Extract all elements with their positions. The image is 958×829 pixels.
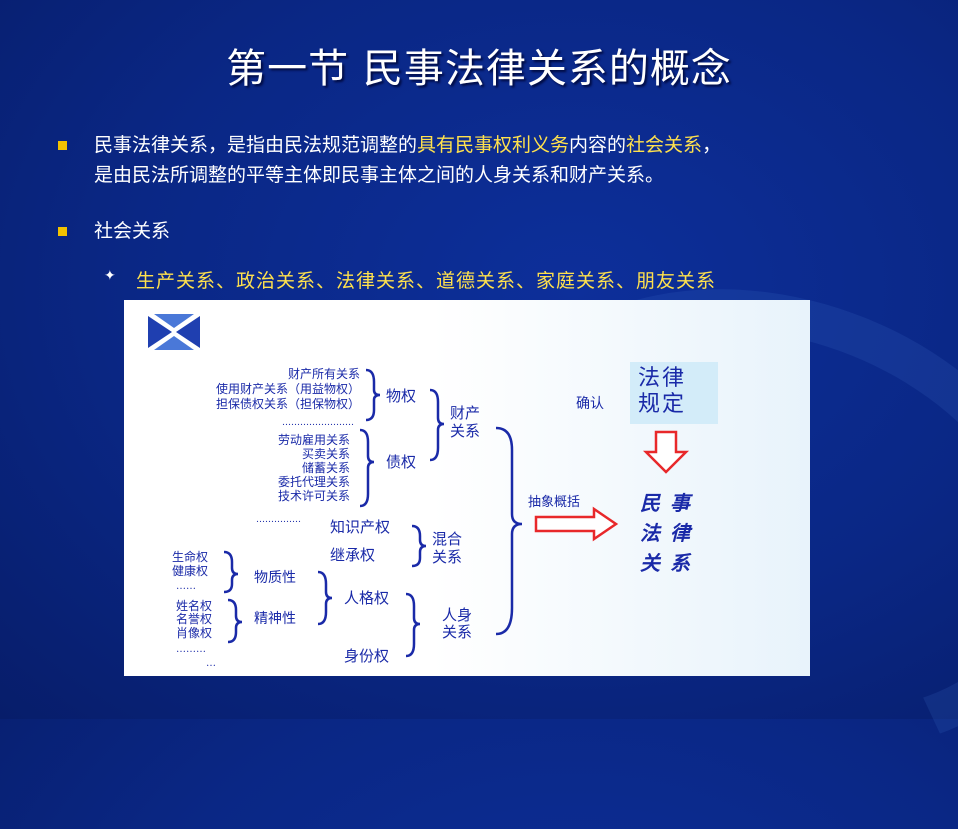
property-relation-label: 关系 <box>450 422 480 440</box>
definition-part1: 民事法律关系，是指由民法规范调整的 <box>94 134 418 156</box>
property-item: 使用财产关系（用益物权） <box>216 381 360 396</box>
abstract-label: 抽象概括 <box>528 495 580 510</box>
spiritual-item: 姓名权 <box>176 598 212 613</box>
civil-law-char: 事 <box>670 491 693 515</box>
civil-law-char: 关 <box>640 551 662 575</box>
debt-right-label: 债权 <box>386 453 416 471</box>
definition-highlight-social: 社会关系 <box>626 134 703 156</box>
real-right-label: 物权 <box>386 387 416 405</box>
identity-right-label: 身份权 <box>344 647 389 665</box>
definition-highlight-rights: 具有民事权利义务 <box>417 134 570 156</box>
mixed-relation-label: 混合 <box>432 530 462 548</box>
property-item: 担保债权关系（担保物权） <box>216 397 360 411</box>
diamond-bullet-icon: ✦ <box>104 268 116 284</box>
personality-right-label: 人格权 <box>344 589 389 607</box>
civil-law-relation-diagram: 财产所有关系 使用财产关系（用益物权） 担保债权关系（担保物权） …………………… <box>124 300 810 676</box>
spiritual-label: 精神性 <box>254 611 296 627</box>
brace <box>429 388 445 462</box>
debt-item: 劳动雇用关系 <box>278 432 350 447</box>
outer-brace <box>495 426 523 636</box>
brace <box>223 550 239 594</box>
property-item: 财产所有关系 <box>288 367 360 381</box>
right-arrow-icon <box>534 506 619 542</box>
brace <box>405 592 421 658</box>
civil-law-char: 民 <box>640 491 661 515</box>
personal-relation-label: 人身 <box>442 606 472 624</box>
social-relations-label: 社会关系 <box>94 220 171 242</box>
brace <box>317 570 333 626</box>
civil-law-char: 系 <box>670 551 692 575</box>
law-norm-line: 规定 <box>638 392 687 417</box>
mixed-relation-label: 关系 <box>432 548 462 566</box>
down-arrow-icon <box>642 430 690 474</box>
inheritance-right-label: 继承权 <box>330 546 375 564</box>
debt-item: 储蓄关系 <box>302 460 350 475</box>
law-norm-line: 法律 <box>638 366 687 391</box>
brace <box>227 598 243 644</box>
material-item: 健康权 <box>172 563 208 578</box>
material-item: 生命权 <box>172 549 208 564</box>
debt-item: 买卖关系 <box>302 447 350 461</box>
relation-types-list: 生产关系、政治关系、法律关系、道德关系、家庭关系、朋友关系 <box>136 270 717 292</box>
brace <box>365 368 381 422</box>
diagram-canvas: 财产所有关系 使用财产关系（用益物权） 担保债权关系（担保物权） …………………… <box>146 312 693 669</box>
ip-right-label: 知识产权 <box>330 518 390 536</box>
debt-dots: …………… <box>256 515 301 525</box>
confirm-label: 确认 <box>576 396 604 412</box>
spiritual-item: ……… <box>176 644 206 655</box>
civil-law-char: 律 <box>670 521 693 545</box>
spiritual-item: 肖像权 <box>176 626 212 640</box>
definition-part2: 内容的 <box>569 134 627 156</box>
square-bullet-icon <box>58 141 67 150</box>
brace <box>411 524 427 568</box>
property-relation-label: 财产 <box>450 404 480 422</box>
personal-relation-label: 关系 <box>442 623 472 641</box>
definition-part3: ， <box>702 134 722 156</box>
debt-item: 委托代理关系 <box>278 475 350 489</box>
law-norm-label: 法律 规定 <box>638 366 712 418</box>
material-label: 物质性 <box>254 570 296 586</box>
square-bullet-icon <box>58 227 67 236</box>
spiritual-item: … <box>206 658 216 669</box>
spiritual-item: 名誉权 <box>176 611 212 626</box>
civil-law-char: 法 <box>640 521 662 545</box>
brace <box>359 428 375 508</box>
definition-line2: 是由民法所调整的平等主体即民事主体之间的人身关系和财产关系。 <box>94 164 665 186</box>
material-item: …… <box>176 581 196 592</box>
definition-text: 民事法律关系，是指由民法规范调整的具有民事权利义务内容的社会关系， 是由民法所调… <box>94 130 914 190</box>
law-norm-box <box>630 362 718 424</box>
property-dots: …………………… <box>282 418 354 428</box>
debt-item: 技术许可关系 <box>278 489 350 503</box>
logo-icon <box>146 312 202 352</box>
slide-title: 第一节 民事法律关系的概念 <box>226 46 732 92</box>
